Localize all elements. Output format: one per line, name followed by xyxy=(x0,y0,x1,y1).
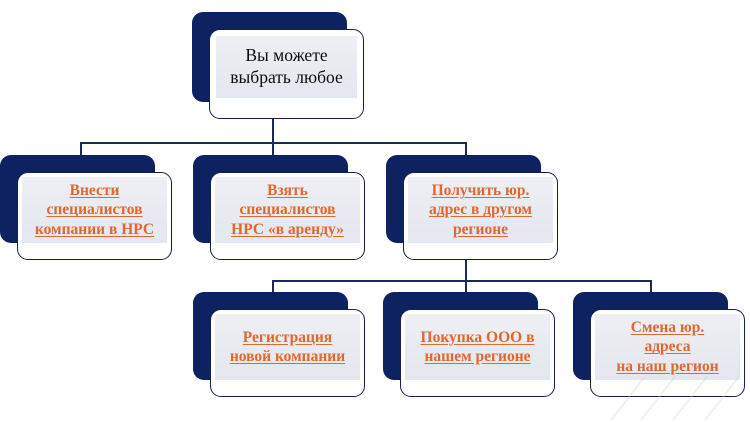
connector-level2-drop-2 xyxy=(272,142,274,166)
node-card: Покупка ООО в нашем регионе xyxy=(400,309,555,397)
node-label: Покупка ООО в нашем регионе xyxy=(420,328,535,365)
node-level3-1[interactable]: Регистрация новой компании xyxy=(193,292,365,397)
node-card: Смена юр. адреса на наш регион xyxy=(590,309,745,397)
node-label: Получить юр. адрес в другом регионе xyxy=(429,182,532,238)
node-inner: Внести специалистов компании в НРС xyxy=(22,177,167,243)
node-inner: Вы можете выбрать любое xyxy=(216,36,357,98)
node-card: Взять специалистов НРС «в аренду» xyxy=(210,172,365,260)
node-inner: Покупка ООО в нашем регионе xyxy=(405,314,550,380)
node-label: Внести специалистов компании в НРС xyxy=(34,182,155,238)
connector-level3-drop-1 xyxy=(272,280,274,302)
connector-level2-drop-3 xyxy=(465,142,467,166)
node-level2-1[interactable]: Внести специалистов компании в НРС xyxy=(0,155,172,260)
node-inner: Взять специалистов НРС «в аренду» xyxy=(215,177,360,243)
node-inner: Регистрация новой компании xyxy=(215,314,360,380)
node-label: Взять специалистов НРС «в аренду» xyxy=(231,182,344,238)
connector-level2-drop-1 xyxy=(80,142,82,166)
node-inner: Получить юр. адрес в другом регионе xyxy=(408,177,553,243)
node-level2-3[interactable]: Получить юр. адрес в другом регионе xyxy=(386,155,558,260)
connector-level3-drop-2 xyxy=(465,280,467,302)
node-card: Внести специалистов компании в НРС xyxy=(17,172,172,260)
node-card: Регистрация новой компании xyxy=(210,309,365,397)
node-inner: Смена юр. адреса на наш регион xyxy=(595,314,740,380)
node-card: Получить юр. адрес в другом регионе xyxy=(403,172,558,260)
node-label: Регистрация новой компании xyxy=(229,328,346,365)
node-card: Вы можете выбрать любое xyxy=(209,29,364,119)
connector-root-stem xyxy=(272,117,274,143)
connector-level3-stem xyxy=(465,256,467,280)
node-root[interactable]: Вы можете выбрать любое xyxy=(192,12,364,119)
connector-level3-bus xyxy=(272,280,652,282)
node-level3-3[interactable]: Смена юр. адреса на наш регион xyxy=(573,292,745,397)
node-label: Вы можете выбрать любое xyxy=(230,45,343,87)
connector-level3-drop-3 xyxy=(650,280,652,302)
node-label: Смена юр. адреса на наш регион xyxy=(616,319,719,375)
node-level3-2[interactable]: Покупка ООО в нашем регионе xyxy=(383,292,555,397)
node-level2-2[interactable]: Взять специалистов НРС «в аренду» xyxy=(193,155,365,260)
